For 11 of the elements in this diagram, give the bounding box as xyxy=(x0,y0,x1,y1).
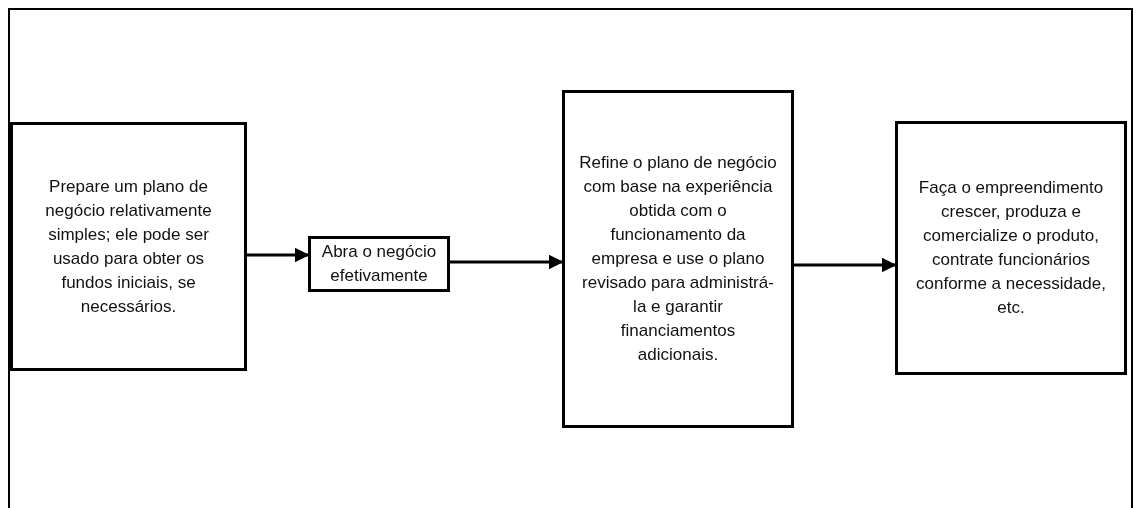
process-box xyxy=(308,236,450,292)
step-text: Faça o empreendimento crescer, produza e comercialize o produto, contrate funcionários conforme a necessidade, etc. xyxy=(916,177,1106,319)
step-text: Abra o negócio efetivamente xyxy=(320,241,438,287)
process-box xyxy=(895,121,1127,375)
arrow xyxy=(450,254,564,270)
process-box xyxy=(10,122,247,371)
step-text: Prepare um plano de negócio relativamente simples; ele pode ser usado para obter os fundos iniciais, se necessários. xyxy=(44,175,213,318)
process-box xyxy=(562,90,794,428)
arrow xyxy=(794,257,897,273)
step-text: Refine o plano de negócio com base na experiência obtida com o funcionamento da empresa e use o plano revisado para administrá-la e garantir financiamentos adicionais. xyxy=(579,152,777,366)
arrow xyxy=(247,247,310,263)
